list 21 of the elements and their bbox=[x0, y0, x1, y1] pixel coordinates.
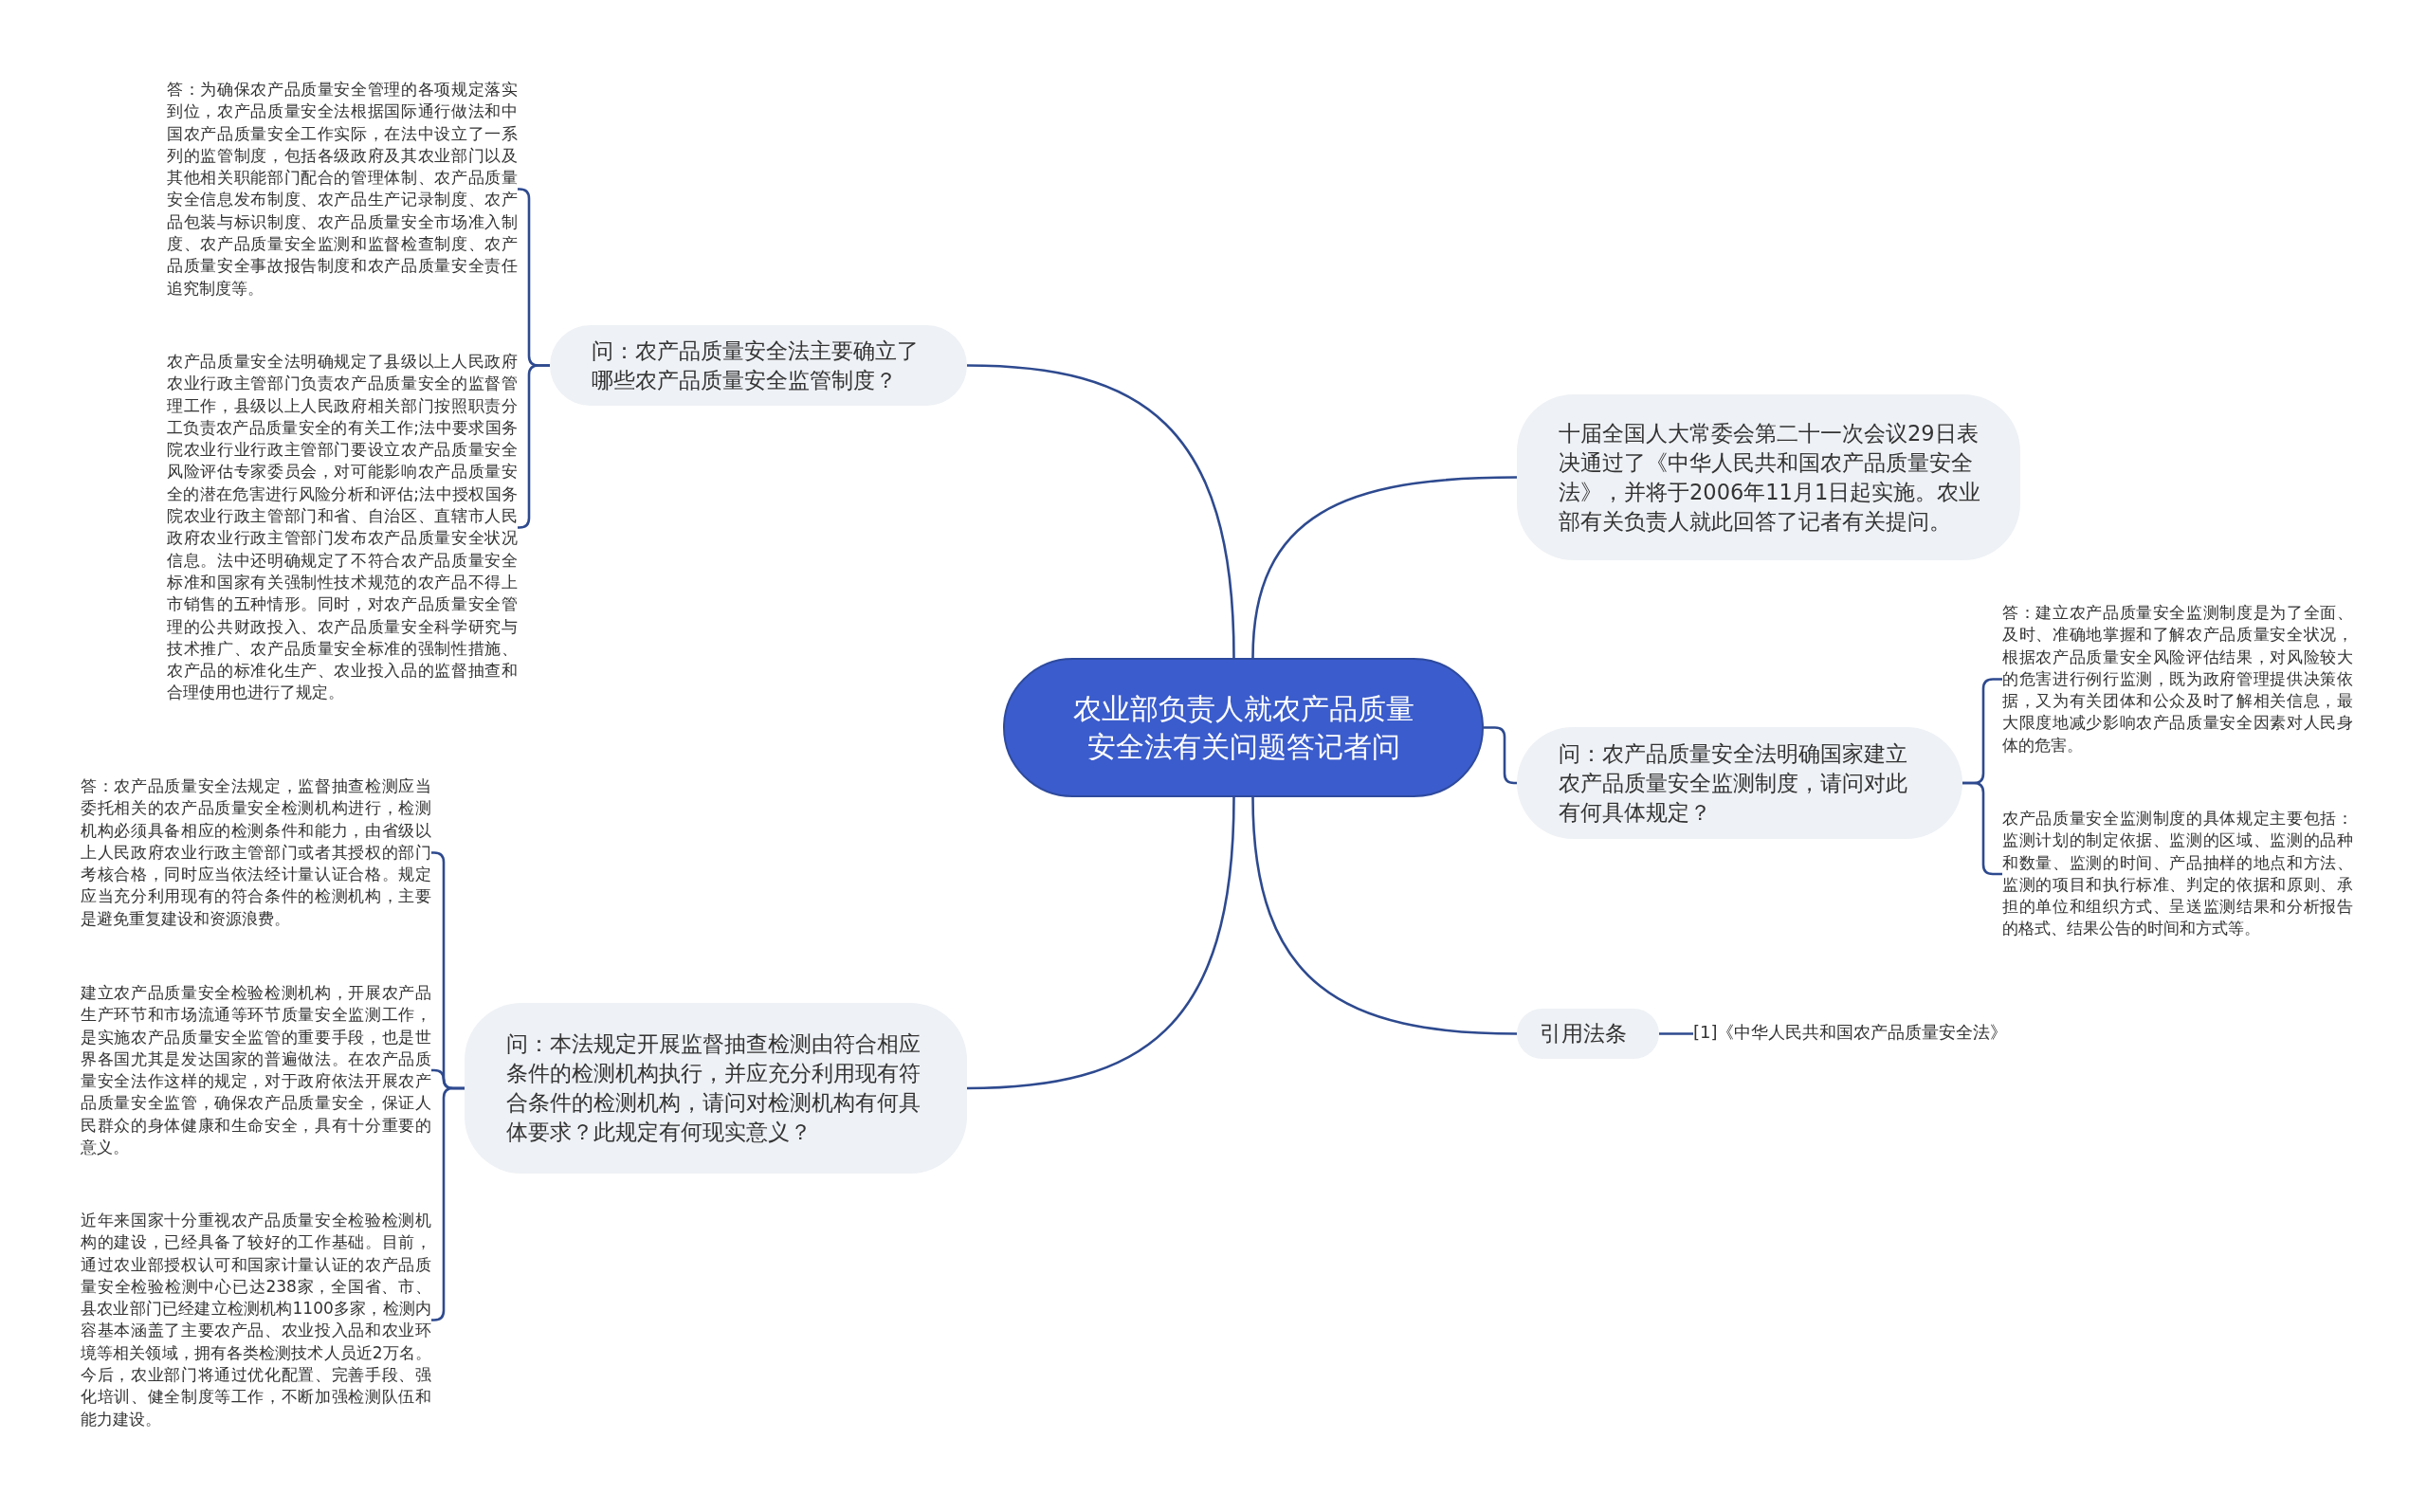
connector-line bbox=[518, 364, 550, 529]
connector-line bbox=[1251, 796, 1518, 1035]
answer-text: 答：建立农产品质量安全监测制度是为了全面、及时、准确地掌握和了解农产品质量安全状况，根据农产品质量安全风险评估结果，对风险较大的危害进行例行监测，既为政府管理提供决策依据，又为有关团体和公众及时了解相关信息，最大限度地减少影响农产品质量安全因素对人民身体的危害。 bbox=[2002, 602, 2353, 757]
topic-bubble: 引用法条 bbox=[1517, 1009, 1659, 1059]
answer-text: 近年来国家十分重视农产品质量安全检验检测机构的建设，已经具备了较好的工作基础。目前，通过农业部授权认可和国家计量认证的农产品质量安全检验检测中心已达238家，全国省、市、县农业部门已经建立检测机构1100多家，检测内容基本涵盖了主要农产品、农业投入品和农业环境等相关领域，拥有各类检测技术人员近2万名。今后，农业部门将通过优化配置、完善手段、强化培训、健全制度等工作，不断加强检测队伍和能力建设。 bbox=[81, 1210, 431, 1430]
connector-line bbox=[1659, 1032, 1693, 1035]
connector-line bbox=[1484, 726, 1517, 785]
topic-bubble: 问：农产品质量安全法主要确立了哪些农产品质量安全监管制度？ bbox=[550, 325, 967, 406]
topic-bubble: 十届全国人大常委会第二十一次会议29日表决通过了《中华人民共和国农产品质量安全法》，并将于2006年11月1日起实施。农业部有关负责人就此回答了记者有关提问。 bbox=[1517, 394, 2020, 560]
topic-bubble: 问：本法规定开展监督抽查检测由符合相应条件的检测机构执行，并应充分利用现有符合条件的检测机构，请问对检测机构有何具体要求？此规定有何现实意义？ bbox=[465, 1003, 967, 1174]
answer-text: 农产品质量安全监测制度的具体规定主要包括：监测计划的制定依据、监测的区域、监测的品种和数量、监测的时间、产品抽样的地点和方法、监测的项目和执行标准、判定的依据和原则、承担的单位和组织方式、呈送监测结果和分析报告的格式、结果公告的时间和方式等。 bbox=[2002, 808, 2353, 940]
connector-line bbox=[966, 364, 1235, 659]
answer-text: 农产品质量安全法明确规定了县级以上人民政府农业行政主管部门负责农产品质量安全的监督管理工作，县级以上人民政府相关部门按照职责分工负责农产品质量安全的有关工作;法中要求国务院农业行业行政主管部门要设立农产品质量安全风险评估专家委员会，对可能影响农产品质量安全的潜在危害进行风险分析和评估;法中授权国务院农业行政主管部门和省、自治区、直辖市人民政府农业行政主管部门发布农产品质量安全状况信息。法中还明确规定了不符合农产品质量安全标准和国家有关强制性技术规范的农产品不得上市销售的五种情形。同时，对农产品质量安全管理的公共财政投入、农产品质量安全科学研究与技术推广、农产品质量安全标准的强制性措施、农产品的标准化生产、农业投入品的监督抽查和合理使用也进行了规定。 bbox=[167, 351, 518, 704]
central-topic: 农业部负责人就农产品质量安全法有关问题答记者问 bbox=[1003, 658, 1484, 797]
connector-line bbox=[966, 796, 1235, 1090]
answer-text: 答：农产品质量安全法规定，监督抽查检测应当委托相关的农产品质量安全检测机构进行，检测机构必须具备相应的检测条件和能力，由省级以上人民政府农业行政主管部门或者其授权的部门考核合格，同时应当依法经计量认证合格。规定应当充分利用现有的符合条件的检测机构，主要是避免重复建设和资源浪费。 bbox=[81, 775, 431, 931]
topic-bubble: 问：农产品质量安全法明确国家建立农产品质量安全监测制度，请问对此有何具体规定？ bbox=[1517, 727, 1962, 839]
reference-text: [1]《中华人民共和国农产品质量安全法》 bbox=[1693, 1021, 2006, 1044]
connector-line bbox=[1251, 476, 1518, 659]
answer-text: 建立农产品质量安全检验检测机构，开展农产品生产环节和市场流通等环节质量安全监测工作，是实施农产品质量安全监管的重要手段，也是世界各国尤其是发达国家的普遍做法。在农产品质量安全法作这样的规定，对于政府依法开展农产品质量安全监管，确保农产品质量安全，保证人民群众的身体健康和生命安全，具有十分重要的意义。 bbox=[81, 982, 431, 1159]
answer-text: 答：为确保农产品质量安全管理的各项规定落实到位，农产品质量安全法根据国际通行做法和中国农产品质量安全工作实际，在法中设立了一系列的监管制度，包括各级政府及其农业部门以及其他相关职能部门配合的管理体制、农产品质量安全信息发布制度、农产品生产记录制度、农产品包装与标识制度、农产品质量安全市场准入制度、农产品质量安全监测和监督检查制度、农产品质量安全事故报告制度和农产品质量安全责任追究制度等。 bbox=[167, 79, 518, 300]
